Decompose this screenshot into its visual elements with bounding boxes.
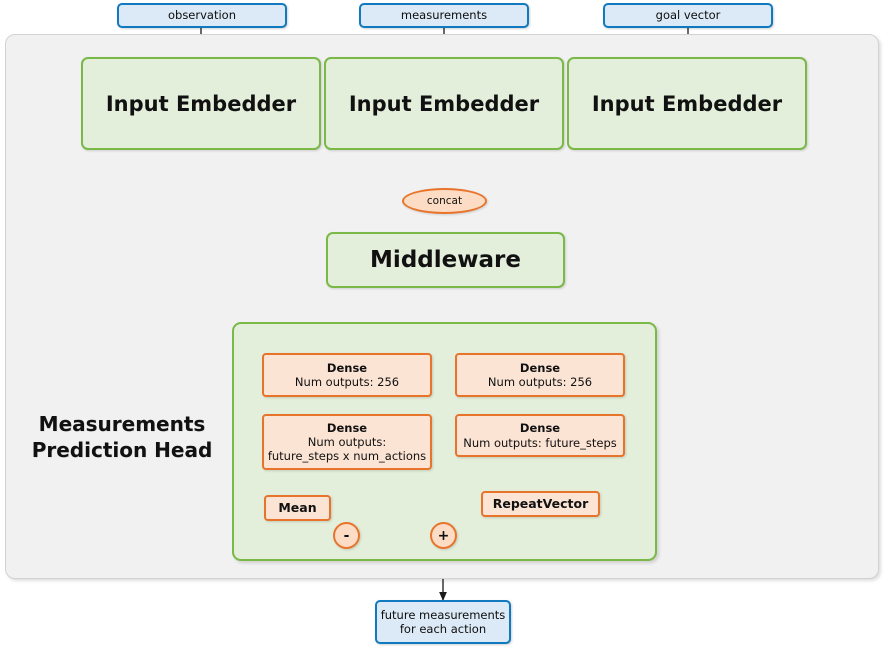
concat-label: concat — [426, 195, 463, 207]
dense-right-1[interactable]: Dense Num outputs: 256 — [455, 353, 625, 397]
input-label: observation — [167, 8, 236, 23]
add-operator[interactable]: + — [430, 522, 457, 549]
dense-left-1[interactable]: Dense Num outputs: 256 — [262, 353, 432, 397]
dense-subtitle: Num outputs: future_steps — [463, 435, 617, 450]
input-box-observation[interactable]: observation — [117, 3, 287, 28]
add-label: + — [437, 527, 450, 544]
mean-node[interactable]: Mean — [264, 495, 331, 521]
head-title: Measurements Prediction Head — [24, 411, 220, 463]
input-embedder-1[interactable]: Input Embedder — [81, 57, 321, 150]
dense-right-2[interactable]: Dense Num outputs: future_steps — [455, 414, 625, 457]
input-box-goal-vector[interactable]: goal vector — [603, 3, 773, 28]
middleware-node[interactable]: Middleware — [326, 232, 565, 288]
dense-title: Dense — [519, 360, 561, 375]
embedder-label: Input Embedder — [105, 91, 297, 116]
repeat-vector-label: RepeatVector — [492, 496, 589, 512]
input-label: measurements — [400, 8, 488, 23]
subtract-operator[interactable]: - — [333, 522, 360, 549]
embedder-label: Input Embedder — [591, 91, 783, 116]
input-embedder-3[interactable]: Input Embedder — [567, 57, 807, 150]
input-box-measurements[interactable]: measurements — [359, 3, 529, 28]
dense-subtitle-2: future_steps x num_actions — [267, 449, 427, 463]
subtract-label: - — [343, 527, 350, 544]
dense-title: Dense — [519, 421, 561, 436]
mean-label: Mean — [278, 500, 317, 516]
dense-subtitle-1: Num outputs: — [307, 434, 387, 449]
dense-subtitle: Num outputs: 256 — [294, 375, 400, 389]
output-box[interactable]: future measurements for each action — [375, 600, 511, 644]
head-title-line2: Prediction Head — [31, 438, 213, 462]
middleware-label: Middleware — [370, 247, 521, 273]
dense-title: Dense — [326, 420, 368, 435]
input-label: goal vector — [655, 8, 721, 23]
repeat-vector-node[interactable]: RepeatVector — [481, 491, 600, 517]
dense-subtitle: Num outputs: 256 — [487, 375, 593, 389]
embedder-label: Input Embedder — [348, 91, 540, 116]
head-title-line1: Measurements — [38, 412, 206, 436]
dense-title: Dense — [326, 360, 368, 375]
input-embedder-2[interactable]: Input Embedder — [324, 57, 564, 150]
output-label-line2: for each action — [399, 622, 487, 636]
concat-node[interactable]: concat — [402, 188, 487, 214]
output-label-line1: future measurements — [380, 607, 506, 622]
dense-left-2[interactable]: Dense Num outputs: future_steps x num_ac… — [262, 414, 432, 470]
